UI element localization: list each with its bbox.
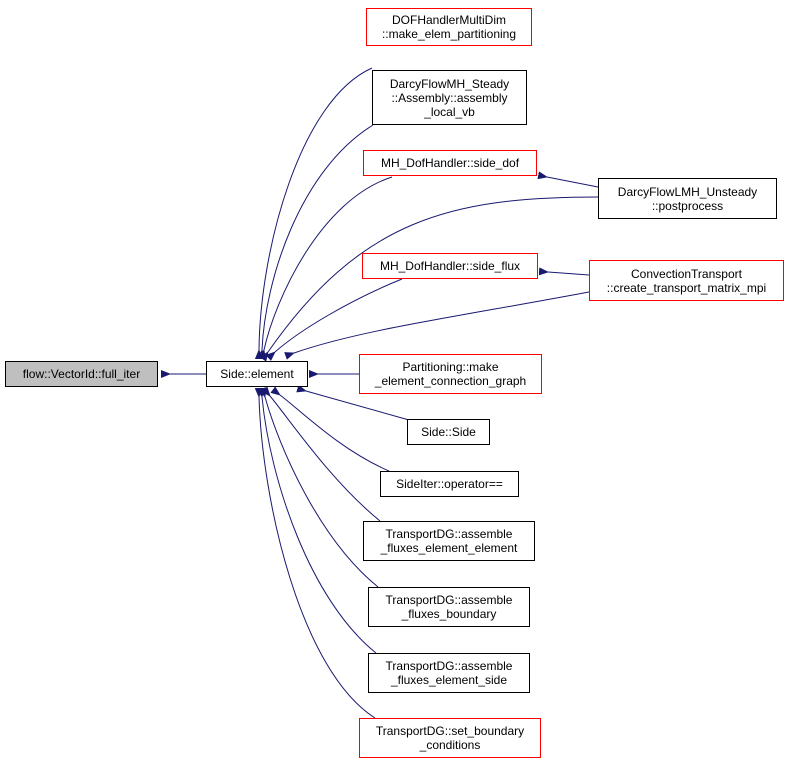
node-full-iter[interactable]: flow::VectorId::full_iter bbox=[5, 361, 158, 387]
node-label: Side::element bbox=[220, 367, 294, 381]
node-label: _conditions bbox=[419, 738, 481, 752]
node-partitioning[interactable]: Partitioning::make_element_connection_gr… bbox=[359, 354, 542, 394]
node-label: MH_DofHandler::side_dof bbox=[380, 156, 520, 170]
edge-afb bbox=[258, 387, 379, 588]
node-assemble-fluxes-boundary[interactable]: TransportDG::assemble_fluxes_boundary bbox=[368, 587, 530, 627]
node-label: ::Assembly::assembly bbox=[391, 90, 508, 105]
node-label: Side::Side bbox=[421, 425, 476, 439]
node-label: TransportDG::set_boundary bbox=[375, 724, 525, 738]
edge-side-dof bbox=[258, 176, 393, 360]
node-label: ::create_transport_matrix_mpi bbox=[606, 280, 767, 295]
edge-side-flux bbox=[265, 278, 403, 361]
node-label: SideIter::operator== bbox=[396, 477, 503, 491]
edge-darcy-steady bbox=[257, 124, 374, 360]
edge-convection-sideflux bbox=[538, 267, 590, 276]
node-label: TransportDG::assemble bbox=[385, 527, 513, 541]
node-label: DarcyFlowLMH_Unsteady bbox=[617, 184, 758, 199]
edge-sideiter bbox=[270, 386, 390, 472]
edge-convection-element bbox=[284, 291, 590, 360]
edge-dofmulti bbox=[254, 67, 373, 360]
node-set-boundary-conditions[interactable]: TransportDG::set_boundary_conditions bbox=[359, 718, 541, 758]
node-label: _local_vb bbox=[424, 104, 475, 119]
edge-afes bbox=[257, 387, 377, 654]
node-label: DarcyFlowMH_Steady bbox=[389, 76, 510, 91]
node-label: _element_connection_graph bbox=[374, 374, 527, 388]
node-assemble-fluxes-element-element[interactable]: TransportDG::assemble_fluxes_element_ele… bbox=[363, 521, 535, 561]
node-side-side[interactable]: Side::Side bbox=[407, 419, 490, 445]
node-label: TransportDG::assemble bbox=[385, 593, 513, 607]
node-label: ::postprocess bbox=[651, 198, 724, 213]
node-label: MH_DofHandler::side_flux bbox=[379, 259, 521, 273]
node-side-element[interactable]: Side::element bbox=[206, 361, 308, 387]
node-label: Partitioning::make bbox=[402, 360, 499, 374]
node-label: _fluxes_element_element bbox=[380, 541, 518, 555]
node-side-flux[interactable]: MH_DofHandler::side_flux bbox=[362, 253, 538, 279]
edge-unsteady-sidedof bbox=[537, 171, 599, 188]
node-label: ::make_elem_partitioning bbox=[381, 27, 517, 41]
edge-afee bbox=[261, 386, 381, 522]
edge-sbc bbox=[254, 387, 376, 719]
node-dofhandler-multidim[interactable]: DOFHandlerMultiDim::make_elem_partitioni… bbox=[366, 8, 532, 46]
edge-side-side bbox=[296, 384, 410, 421]
node-darcy-steady[interactable]: DarcyFlowMH_Steady::Assembly::assembly_l… bbox=[372, 70, 527, 125]
node-label: _fluxes_boundary bbox=[401, 607, 497, 621]
node-darcy-unsteady[interactable]: DarcyFlowLMH_Unsteady::postprocess bbox=[598, 178, 777, 219]
node-label: flow::VectorId::full_iter bbox=[22, 367, 141, 381]
node-sideiter[interactable]: SideIter::operator== bbox=[380, 471, 519, 497]
node-label: _fluxes_element_side bbox=[390, 673, 508, 687]
node-assemble-fluxes-element-side[interactable]: TransportDG::assemble_fluxes_element_sid… bbox=[368, 653, 530, 693]
edge-unsteady-element bbox=[259, 196, 599, 362]
node-side-dof[interactable]: MH_DofHandler::side_dof bbox=[363, 150, 537, 176]
node-label: TransportDG::assemble bbox=[385, 659, 513, 673]
node-convection-transport[interactable]: ConvectionTransport::create_transport_ma… bbox=[589, 260, 784, 301]
node-label: DOFHandlerMultiDim bbox=[391, 13, 507, 27]
node-label: ConvectionTransport bbox=[631, 266, 742, 281]
